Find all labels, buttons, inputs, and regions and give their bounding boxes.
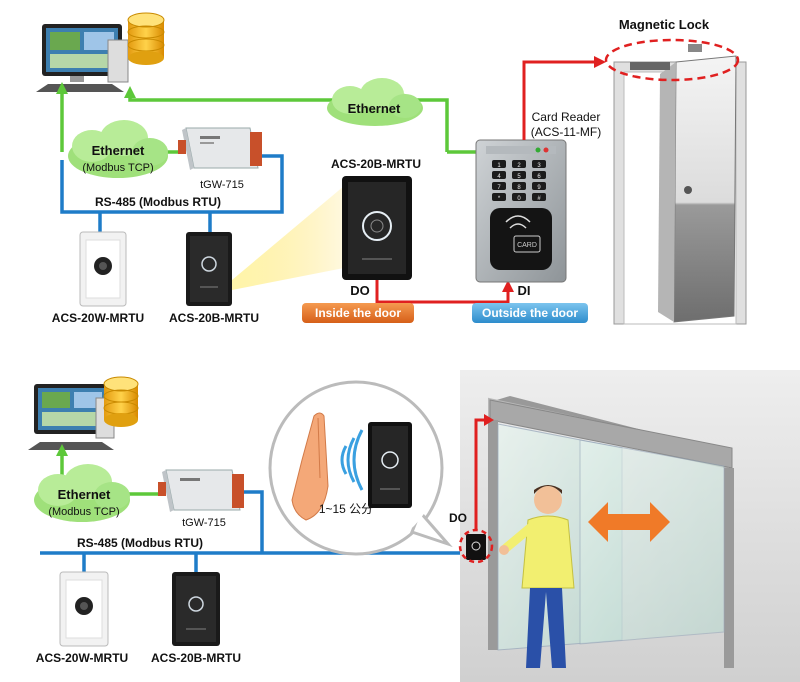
inside-door-bar xyxy=(302,303,414,323)
ethernet-cloud-top xyxy=(327,78,423,126)
database-icon-bottom xyxy=(103,376,139,427)
ethernet-cloud-left xyxy=(68,120,168,178)
keypad-key-label: 4 xyxy=(497,174,501,180)
di-label: DI xyxy=(518,283,531,298)
modbus-tcp-label-bottom: (Modbus TCP) xyxy=(48,506,119,518)
acs-20w-device-top xyxy=(79,231,127,307)
rs485-label-bottom: RS-485 (Modbus RTU) xyxy=(77,536,203,550)
keypad-key xyxy=(492,193,506,201)
computer-icon xyxy=(36,24,129,92)
ethernet-cloud-bottom xyxy=(34,464,130,522)
keypad-key-label: 3 xyxy=(537,163,541,169)
acs-20b-label-top-small: ACS-20B-MRTU xyxy=(169,311,259,325)
magnetic-lock-highlight xyxy=(604,38,740,82)
door-operator-connection xyxy=(474,414,494,530)
ethernet-label-bottom: Ethernet xyxy=(58,487,111,502)
gateway-label-top: tGW-715 xyxy=(200,179,244,191)
acs-20w-device-bottom xyxy=(59,571,109,647)
acs-20b-label-bottom: ACS-20B-MRTU xyxy=(151,651,241,665)
keypad-key-label: 2 xyxy=(517,163,521,169)
proximity-callout xyxy=(268,380,453,556)
outside-door-label: Outside the door xyxy=(482,306,578,320)
keypad-key-label: 0 xyxy=(517,196,521,202)
door-sensor-device xyxy=(466,534,486,560)
keypad-key-label: # xyxy=(537,196,541,202)
magnetic-lock-label: Magnetic Lock xyxy=(619,17,710,32)
gateway-device-bottom xyxy=(158,469,244,512)
keypad-key xyxy=(532,182,546,190)
keypad-key-label: 5 xyxy=(517,174,521,180)
keypad-key xyxy=(512,193,526,201)
keypad-key xyxy=(492,182,506,190)
acs-20b-device-top-small xyxy=(186,232,232,306)
distance-label: 1~15 公分 xyxy=(319,502,373,516)
card-text: CARD xyxy=(517,242,537,249)
keypad-key-label: 1 xyxy=(497,163,501,169)
do-label-top: DO xyxy=(350,283,370,298)
wave-signal-icon xyxy=(340,429,364,491)
keypad-key xyxy=(532,160,546,168)
card-reader-label: Card Reader xyxy=(532,110,601,124)
acs-20b-device-callout xyxy=(368,422,412,508)
keypad-key xyxy=(532,193,546,201)
lock-connection xyxy=(522,56,606,140)
acs-20b-device-big xyxy=(342,176,412,280)
ethernet-label-left: Ethernet xyxy=(92,143,145,158)
card-reader-model-label: (ACS-11-MF) xyxy=(531,125,601,139)
keypad-key xyxy=(492,160,506,168)
acs-20w-label-top: ACS-20W-MRTU xyxy=(52,311,144,325)
ethernet-label-top: Ethernet xyxy=(348,101,401,116)
keypad-key-label: * xyxy=(498,196,501,202)
modbus-tcp-label: (Modbus TCP) xyxy=(82,162,153,174)
gateway-label-bottom: tGW-715 xyxy=(182,517,226,529)
keypad-key-label: 6 xyxy=(537,174,541,180)
acs-20w-label-bottom: ACS-20W-MRTU xyxy=(36,651,128,665)
keypad-key-label: 7 xyxy=(497,185,501,191)
keypad: 1 2 3 4 5 6 7 8 9 * 0 # xyxy=(492,160,546,202)
person-icon xyxy=(499,485,575,668)
computer-icon-bottom xyxy=(28,384,115,450)
keypad-key xyxy=(492,171,506,179)
rs485-lines-top xyxy=(60,154,284,232)
keypad-key xyxy=(532,171,546,179)
door-frame xyxy=(613,44,747,325)
sensing-beam xyxy=(232,186,344,290)
rs485-lines-bottom xyxy=(40,490,460,572)
hand-icon xyxy=(291,412,329,521)
card-reader-device: 1 2 3 4 5 6 7 8 9 * 0 # CARD xyxy=(475,139,567,283)
door-slide-arrow xyxy=(588,502,670,542)
keypad-key xyxy=(512,182,526,190)
inside-door-label: Inside the door xyxy=(315,306,401,320)
database-icon xyxy=(127,12,165,65)
keypad-key-label: 9 xyxy=(537,185,541,191)
keypad-key xyxy=(512,171,526,179)
do-di-connection xyxy=(375,280,514,304)
keypad-key-label: 8 xyxy=(517,185,521,191)
do-label-bottom: DO xyxy=(449,511,467,525)
gateway-device-top xyxy=(178,127,262,170)
acs-20b-title-big: ACS-20B-MRTU xyxy=(331,157,421,171)
rs485-label-top: RS-485 (Modbus RTU) xyxy=(95,195,221,209)
outside-door-bar xyxy=(472,303,588,323)
acs-20b-device-bottom xyxy=(172,572,220,646)
keypad-key xyxy=(512,160,526,168)
